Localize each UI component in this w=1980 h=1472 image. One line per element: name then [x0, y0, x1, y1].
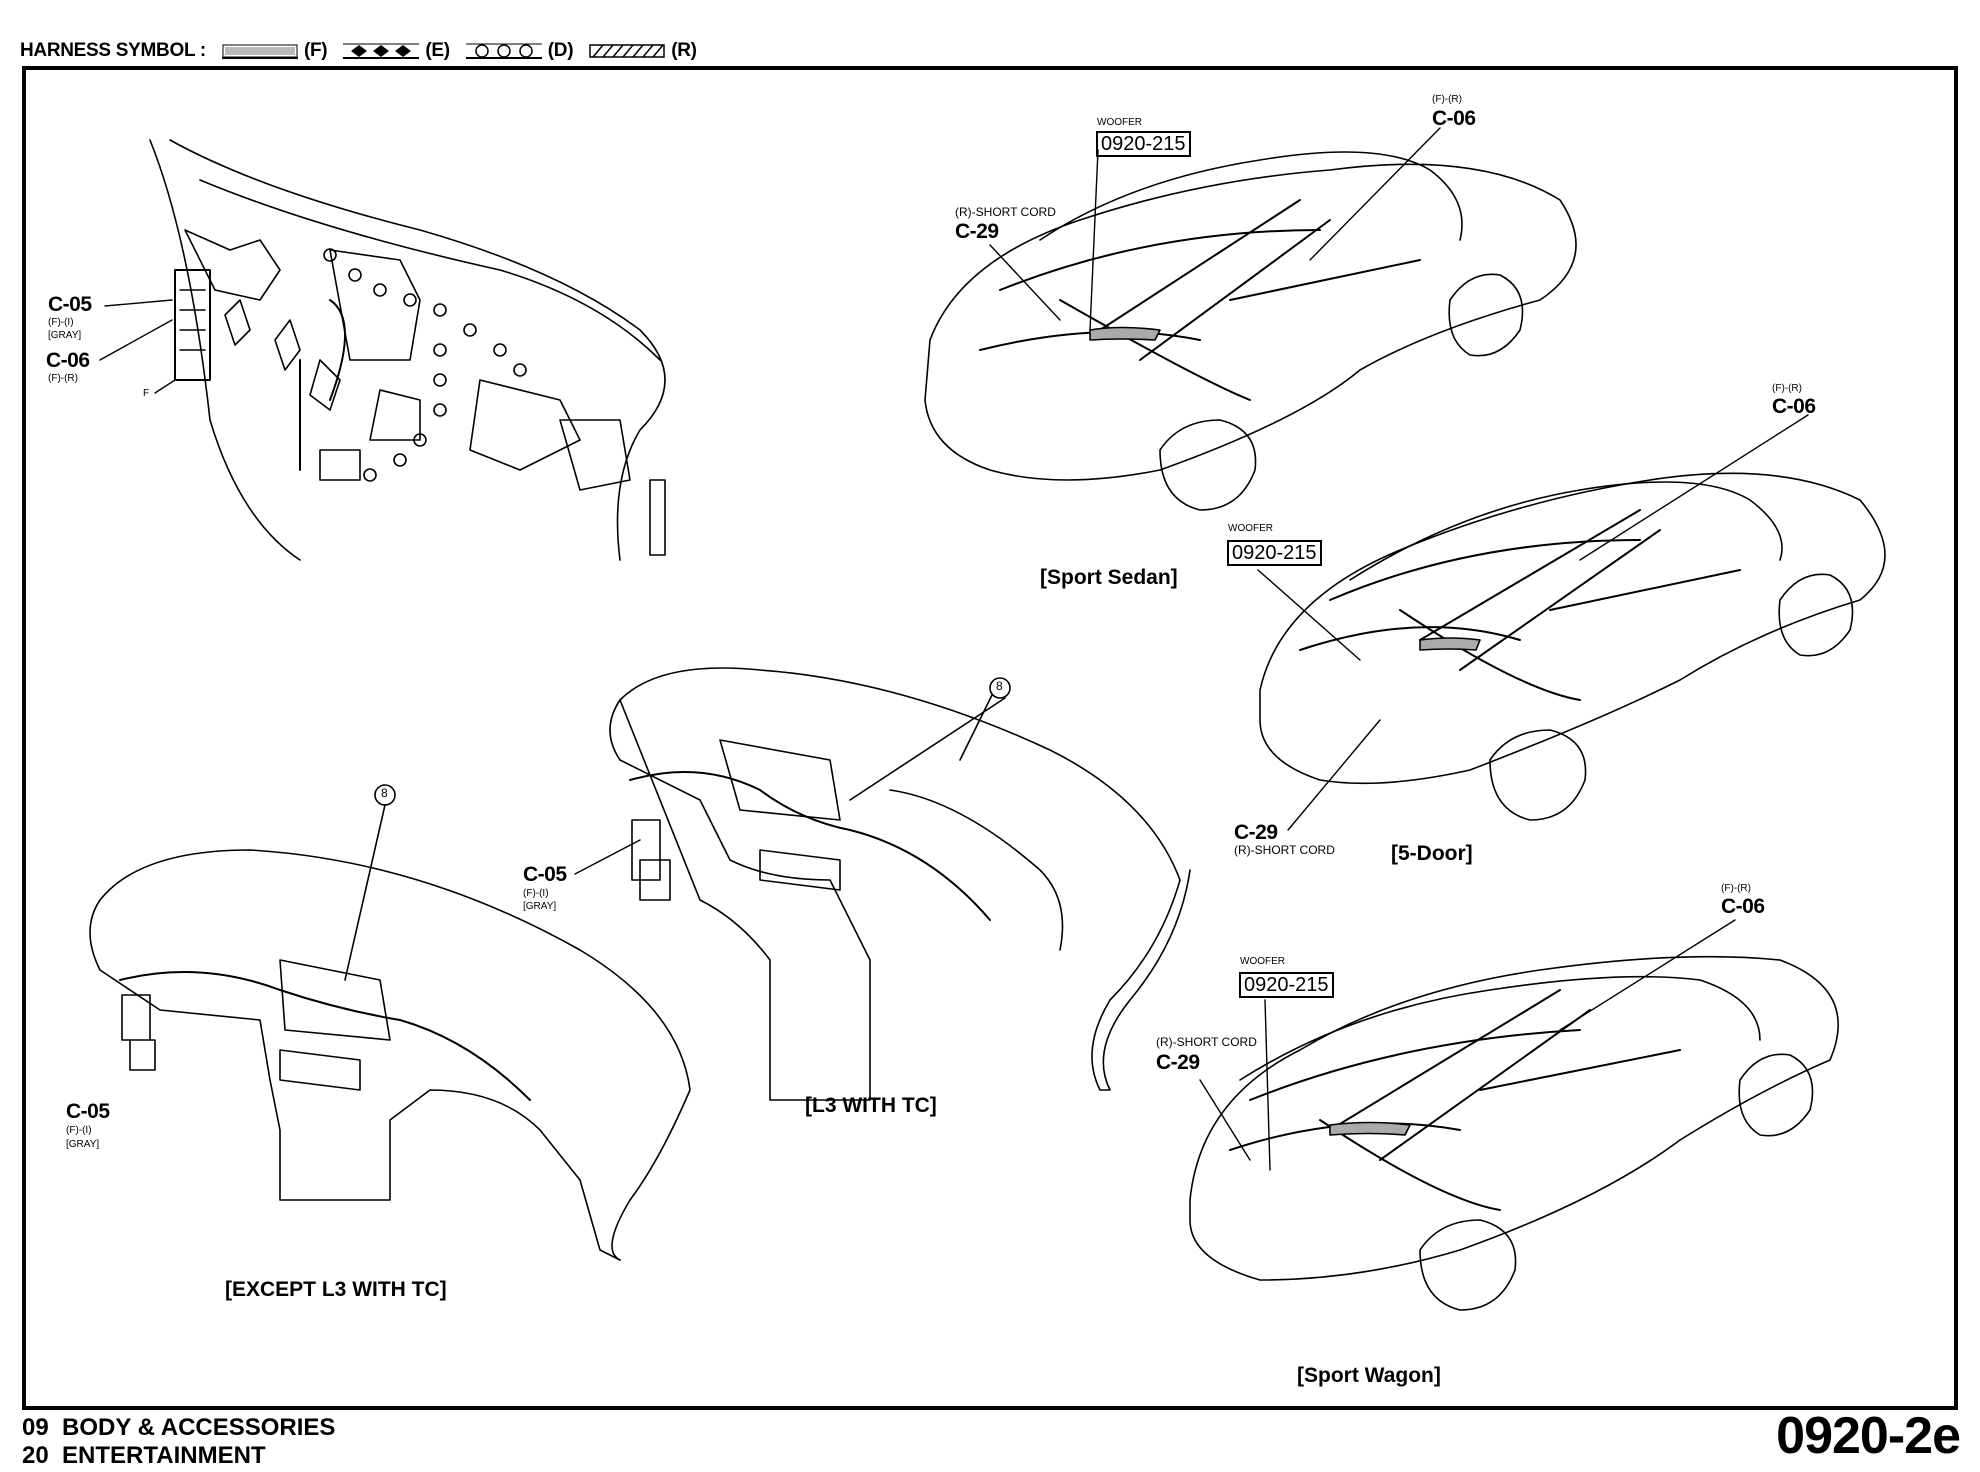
- door5-c29-sub: (R)-SHORT CORD: [1234, 843, 1335, 857]
- dash-c06-code: C-06: [46, 349, 90, 372]
- caption-sport-wagon: [Sport Wagon]: [1297, 1364, 1441, 1387]
- page-number: 0920-2e: [1776, 1407, 1961, 1465]
- sedan-c06-sub: (F)-(R): [1432, 94, 1462, 105]
- wagon-c06-code: C-06: [1721, 895, 1765, 918]
- legend-label-f: (F): [303, 40, 328, 61]
- l3-c05-sub1: (F)-(I): [523, 888, 549, 899]
- callout-leaders: [99, 127, 1809, 1171]
- legend-label-r: (R): [671, 40, 697, 61]
- diagram-frame: [22, 66, 1958, 1410]
- sedan-c29-code: C-29: [955, 220, 999, 243]
- legend-label-d: (D): [547, 40, 574, 61]
- legend-circles-icon: [465, 43, 542, 59]
- wagon-c29-code: C-29: [1156, 1051, 1200, 1074]
- dash-c05-sub1: (F)-(I): [48, 317, 74, 328]
- dash-c05-code: C-05: [48, 293, 92, 316]
- caption-l3-with-tc: [L3 WITH TC]: [805, 1094, 937, 1117]
- except-c05-code: C-05: [66, 1100, 110, 1123]
- l3-ground-marker: 8: [996, 679, 1003, 693]
- footer-line2-number: 20: [22, 1442, 49, 1469]
- door5-c29-code: C-29: [1234, 821, 1278, 844]
- wagon-woofer-code: 0920-215: [1239, 972, 1334, 998]
- caption-five-door: [5-Door]: [1391, 842, 1473, 865]
- legend-hatched-icon: [589, 43, 665, 59]
- footer-line1-text: BODY & ACCESSORIES: [62, 1414, 336, 1441]
- door5-woofer-code: 0920-215: [1227, 540, 1322, 566]
- dash-c06-sub1: (F)-(R): [48, 373, 78, 384]
- legend-diamonds-icon: [343, 43, 420, 59]
- footer-category-line2: 20 ENTERTAINMENT: [22, 1442, 266, 1470]
- sedan-c06-code: C-06: [1432, 107, 1476, 130]
- l3-c05-code: C-05: [523, 863, 567, 886]
- footer-line2-text: ENTERTAINMENT: [62, 1442, 266, 1469]
- except-c05-sub1: (F)-(I): [66, 1125, 92, 1136]
- legend-label-e: (E): [425, 40, 450, 61]
- sedan-woofer-code: 0920-215: [1096, 131, 1191, 157]
- except-c05-sub2: [GRAY]: [66, 1139, 100, 1150]
- caption-sport-sedan: [Sport Sedan]: [1040, 566, 1178, 589]
- sport-sedan-drawing: [924, 151, 1577, 511]
- dash-f-marker: F: [143, 388, 150, 399]
- sedan-woofer-title: WOOFER: [1097, 117, 1142, 128]
- five-door-drawing: [1259, 472, 1886, 821]
- wagon-woofer-title: WOOFER: [1240, 956, 1285, 967]
- footer-category-line1: 09 BODY & ACCESSORIES: [22, 1414, 335, 1442]
- dashboard-detail-drawing: [149, 139, 666, 561]
- sport-wagon-drawing: [1189, 955, 1839, 1311]
- door5-woofer-title: WOOFER: [1228, 523, 1273, 534]
- door5-c06-code: C-06: [1772, 395, 1816, 418]
- sedan-c29-sub: (R)-SHORT CORD: [955, 205, 1056, 219]
- l3-c05-sub2: [GRAY]: [523, 901, 557, 912]
- caption-except-l3-with-tc: [EXCEPT L3 WITH TC]: [225, 1278, 447, 1301]
- l3-with-tc-dashboard-drawing: [609, 667, 1191, 1101]
- wagon-c06-sub: (F)-(R): [1721, 883, 1751, 894]
- dash-c05-sub2: [GRAY]: [48, 330, 82, 341]
- harness-symbol-legend: HARNESS SYMBOL : (F) (E) (D) (R): [20, 40, 697, 62]
- legend-prefix: HARNESS SYMBOL :: [20, 40, 206, 61]
- except-ground-marker: 8: [381, 786, 388, 800]
- footer-line1-number: 09: [22, 1414, 49, 1441]
- except-l3-dashboard-drawing: [89, 784, 691, 1261]
- wagon-c29-sub: (R)-SHORT CORD: [1156, 1035, 1257, 1049]
- door5-c06-sub: (F)-(R): [1772, 383, 1802, 394]
- legend-dotted-band-icon: [221, 43, 298, 59]
